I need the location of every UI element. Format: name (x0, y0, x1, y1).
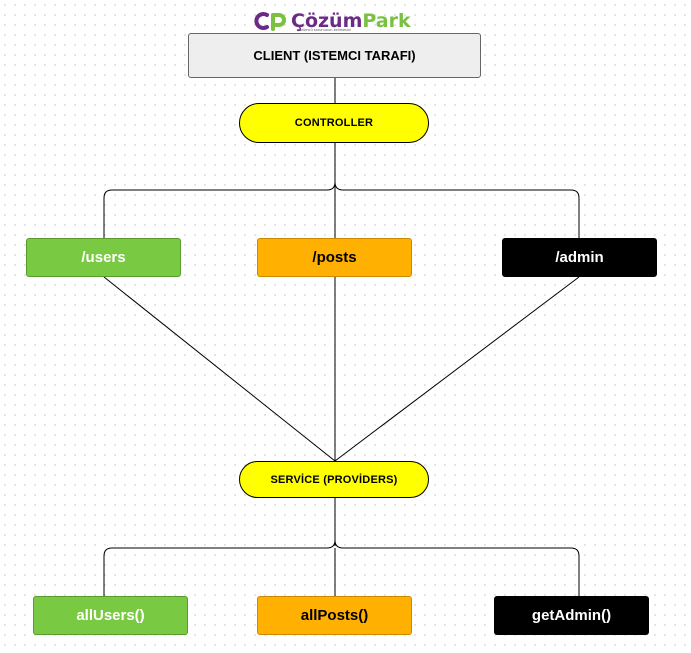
function-allposts-label: allPosts() (300, 607, 369, 624)
function-allusers-box: allUsers() (33, 596, 188, 635)
connector-controller-users (103, 181, 336, 238)
route-users-label: /users (81, 249, 126, 266)
logo: ÇözümPark çözümcü sorununun kelimesini (253, 8, 418, 34)
logo-tagline: çözümcü sorununun kelimesini (297, 28, 352, 32)
route-posts-box: /posts (257, 238, 412, 277)
logo-brand-part1: Çözüm (291, 9, 363, 32)
controller-label: CONTROLLER (294, 117, 374, 129)
controller-pill: CONTROLLER (239, 103, 429, 143)
route-admin-box: /admin (502, 238, 657, 277)
logo-wordmark: ÇözümPark (291, 9, 411, 32)
route-users-box: /users (26, 238, 181, 277)
function-allusers-label: allUsers() (76, 607, 145, 624)
connector-users-service (103, 276, 336, 462)
client-label: CLIENT (ISTEMCI TARAFI) (253, 48, 416, 63)
service-label: SERVİCE (PROVİDERS) (270, 473, 398, 486)
connector-service-getadmin (334, 539, 580, 596)
route-posts-label: /posts (312, 249, 357, 266)
connector-controller-admin (334, 181, 580, 238)
connector-admin-service (334, 276, 580, 462)
client-box: CLIENT (ISTEMCI TARAFI) (188, 33, 481, 78)
route-admin-label: /admin (555, 249, 604, 266)
function-allposts-box: allPosts() (257, 596, 412, 635)
function-getadmin-box: getAdmin() (494, 596, 649, 635)
logo-brand-part2: Park (362, 9, 411, 32)
connector-service-allusers (103, 539, 336, 596)
cp-logo-icon (254, 12, 286, 31)
function-getadmin-label: getAdmin() (531, 607, 612, 624)
service-pill: SERVİCE (PROVİDERS) (239, 461, 429, 498)
